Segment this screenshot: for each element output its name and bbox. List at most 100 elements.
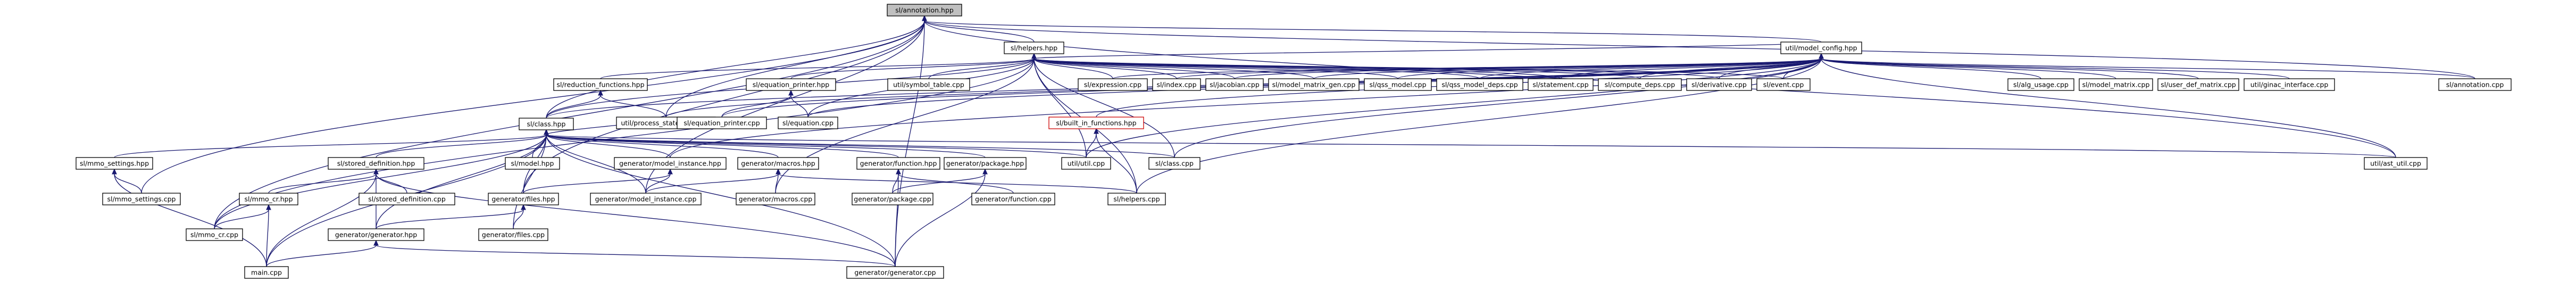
- node-helpers-cpp[interactable]: sl/helpers.cpp: [1107, 193, 1166, 205]
- node-label: sl/annotation.hpp: [895, 6, 954, 14]
- edge-files_hpp-to-model_instance_hpp: [523, 168, 673, 194]
- node-derivative-cpp[interactable]: sl/derivative.cpp: [1686, 78, 1752, 91]
- edge-helpers_cpp-to-macros_hpp: [776, 168, 1137, 194]
- node-stored-definition-hpp[interactable]: sl/stored_definition.hpp: [328, 157, 424, 170]
- node-label: sl/mmo_settings.hpp: [80, 160, 149, 168]
- edge-generator_hpp-to-files_hpp: [376, 204, 526, 229]
- node-label: util/util.cpp: [1068, 160, 1105, 168]
- node-model-instance-hpp[interactable]: generator/model_instance.hpp: [614, 157, 727, 170]
- node-qss-model-cpp[interactable]: sl/qss_model.cpp: [1364, 78, 1432, 91]
- node-label: sl/class.hpp: [527, 120, 566, 128]
- node-function-hpp[interactable]: generator/function.hpp: [856, 157, 940, 170]
- edge-class_hpp-to-annotation_hpp: [546, 15, 927, 119]
- node-stored-definition-cpp[interactable]: sl/stored_definition.cpp: [359, 193, 455, 205]
- node-reduction-functions-hpp[interactable]: sl/reduction_functions.hpp: [553, 78, 648, 91]
- node-label: generator/model_instance.hpp: [619, 160, 721, 168]
- edge-files_cpp-to-class_hpp: [513, 129, 549, 229]
- node-label: main.cpp: [251, 269, 282, 277]
- edge-stored_definition_cpp-to-stored_definition_hpp: [373, 168, 407, 194]
- node-label: util/symbol_table.cpp: [893, 81, 964, 89]
- node-label: generator/generator.cpp: [854, 269, 936, 277]
- edge-annotation_cpp-to-model_config_hpp: [1819, 53, 2475, 79]
- node-jacobian-cpp[interactable]: sl/jacobian.cpp: [1205, 78, 1264, 91]
- edge-main_cpp-to-stored_definition_hpp: [266, 168, 379, 267]
- node-mmo-settings-hpp[interactable]: sl/mmo_settings.hpp: [76, 157, 153, 170]
- edge-model_instance_cpp-to-macros_hpp: [645, 168, 781, 194]
- node-ginac-interface-cpp[interactable]: util/ginac_interface.cpp: [2244, 78, 2335, 91]
- edge-ast_util_cpp-to-class_hpp: [544, 129, 2396, 158]
- node-generator-hpp[interactable]: generator/generator.hpp: [328, 228, 424, 241]
- node-label: util/model_config.hpp: [1785, 44, 1857, 52]
- edge-process_statement_cpp-to-reduction_functions_hpp: [598, 89, 666, 118]
- node-label: sl/helpers.hpp: [1011, 44, 1057, 52]
- node-label: sl/stored_definition.hpp: [337, 160, 415, 168]
- node-annotation-hpp: sl/annotation.hpp: [887, 4, 962, 16]
- node-label: sl/reduction_functions.hpp: [556, 81, 644, 89]
- node-label: sl/mmo_cr.cpp: [190, 231, 238, 239]
- node-model-matrix-gen-cpp[interactable]: sl/model_matrix_gen.cpp: [1268, 78, 1360, 91]
- node-class-cpp[interactable]: sl/class.cpp: [1148, 157, 1201, 170]
- node-helpers-hpp[interactable]: sl/helpers.hpp: [1004, 42, 1064, 54]
- node-label: sl/class.cpp: [1155, 160, 1194, 168]
- node-event-cpp[interactable]: sl/event.cpp: [1756, 78, 1811, 91]
- node-alg-usage-cpp[interactable]: sl/alg_usage.cpp: [2007, 78, 2074, 91]
- node-statement-cpp[interactable]: sl/statement.cpp: [1528, 78, 1594, 91]
- node-model-hpp[interactable]: sl/model.hpp: [505, 157, 560, 170]
- node-index-cpp[interactable]: sl/index.cpp: [1152, 78, 1201, 91]
- node-label: util/ginac_interface.cpp: [2250, 81, 2329, 89]
- node-main-cpp[interactable]: main.cpp: [244, 266, 289, 279]
- node-symbol-table-cpp[interactable]: util/symbol_table.cpp: [887, 78, 970, 91]
- node-package-cpp[interactable]: generator/package.cpp: [852, 193, 933, 205]
- node-label: sl/mmo_settings.cpp: [107, 195, 176, 203]
- node-label: sl/stored_definition.cpp: [368, 195, 446, 203]
- node-label: generator/macros.cpp: [739, 195, 812, 203]
- node-label: sl/model.hpp: [511, 160, 554, 168]
- node-label: generator/macros.hpp: [741, 160, 815, 168]
- node-equation-cpp[interactable]: sl/equation.cpp: [778, 117, 838, 129]
- node-label: sl/expression.cpp: [1084, 81, 1141, 89]
- node-model-matrix-cpp[interactable]: sl/model_matrix.cpp: [2079, 78, 2153, 91]
- node-compute-deps-cpp[interactable]: sl/compute_deps.cpp: [1598, 78, 1682, 91]
- node-model-config-hpp[interactable]: util/model_config.hpp: [1780, 42, 1862, 54]
- node-class-hpp[interactable]: sl/class.hpp: [519, 118, 574, 130]
- node-generator-cpp[interactable]: generator/generator.cpp: [846, 266, 944, 279]
- node-label: sl/qss_model_deps.cpp: [1441, 81, 1518, 89]
- node-files-hpp[interactable]: generator/files.hpp: [488, 193, 559, 205]
- node-qss-model-deps-cpp[interactable]: sl/qss_model_deps.cpp: [1436, 78, 1523, 91]
- edge-model_config_hpp-to-helpers_hpp: [1031, 42, 1822, 59]
- node-equation-printer-hpp[interactable]: sl/equation_printer.hpp: [746, 78, 836, 91]
- node-label: sl/annotation.cpp: [2446, 81, 2504, 89]
- edge-equation_cpp-to-equation_printer_hpp: [788, 89, 808, 118]
- edge-layer: [112, 15, 2475, 267]
- edge-generator_cpp-to-class_hpp: [544, 129, 896, 267]
- node-ast-util-cpp[interactable]: util/ast_util.cpp: [2364, 157, 2428, 170]
- node-built-in-functions-hpp[interactable]: sl/built_in_functions.hpp: [1048, 117, 1144, 129]
- node-mmo-cr-hpp[interactable]: sl/mmo_cr.hpp: [239, 193, 298, 205]
- node-equation-printer-cpp[interactable]: sl/equation_printer.cpp: [677, 117, 767, 129]
- edge-main_cpp-to-generator_hpp: [266, 239, 379, 267]
- edge-util_cpp-to-class_hpp: [544, 129, 1087, 158]
- node-label: sl/helpers.cpp: [1113, 195, 1160, 203]
- node-label: sl/user_def_matrix.cpp: [2161, 81, 2236, 89]
- edge-stored_definition_hpp-to-class_hpp: [376, 129, 549, 158]
- node-macros-cpp[interactable]: generator/macros.cpp: [736, 193, 815, 205]
- node-label: sl/model_matrix_gen.cpp: [1272, 81, 1356, 89]
- node-util-cpp[interactable]: util/util.cpp: [1061, 157, 1111, 170]
- node-macros-hpp[interactable]: generator/macros.hpp: [737, 157, 819, 170]
- node-files-cpp[interactable]: generator/files.cpp: [478, 228, 548, 241]
- node-mmo-settings-cpp[interactable]: sl/mmo_settings.cpp: [102, 193, 181, 205]
- node-model-instance-cpp[interactable]: generator/model_instance.cpp: [590, 193, 702, 205]
- node-user-def-matrix-cpp[interactable]: sl/user_def_matrix.cpp: [2157, 78, 2239, 91]
- node-expression-cpp[interactable]: sl/expression.cpp: [1078, 78, 1148, 91]
- edge-reduction_functions_hpp-to-helpers_hpp: [600, 53, 1037, 79]
- node-label: sl/equation_printer.cpp: [683, 119, 760, 127]
- node-label: sl/event.cpp: [1763, 81, 1804, 89]
- edge-generator_cpp-to-stored_definition_hpp: [373, 168, 896, 267]
- node-label: sl/index.cpp: [1156, 81, 1196, 89]
- node-annotation-cpp[interactable]: sl/annotation.cpp: [2438, 78, 2512, 91]
- node-label: generator/files.cpp: [482, 231, 545, 239]
- node-package-hpp[interactable]: generator/package.hpp: [944, 157, 1027, 170]
- node-function-cpp[interactable]: generator/function.cpp: [971, 193, 1055, 205]
- node-mmo-cr-cpp[interactable]: sl/mmo_cr.cpp: [186, 228, 243, 241]
- edge-generator_cpp-to-package_hpp: [895, 168, 988, 267]
